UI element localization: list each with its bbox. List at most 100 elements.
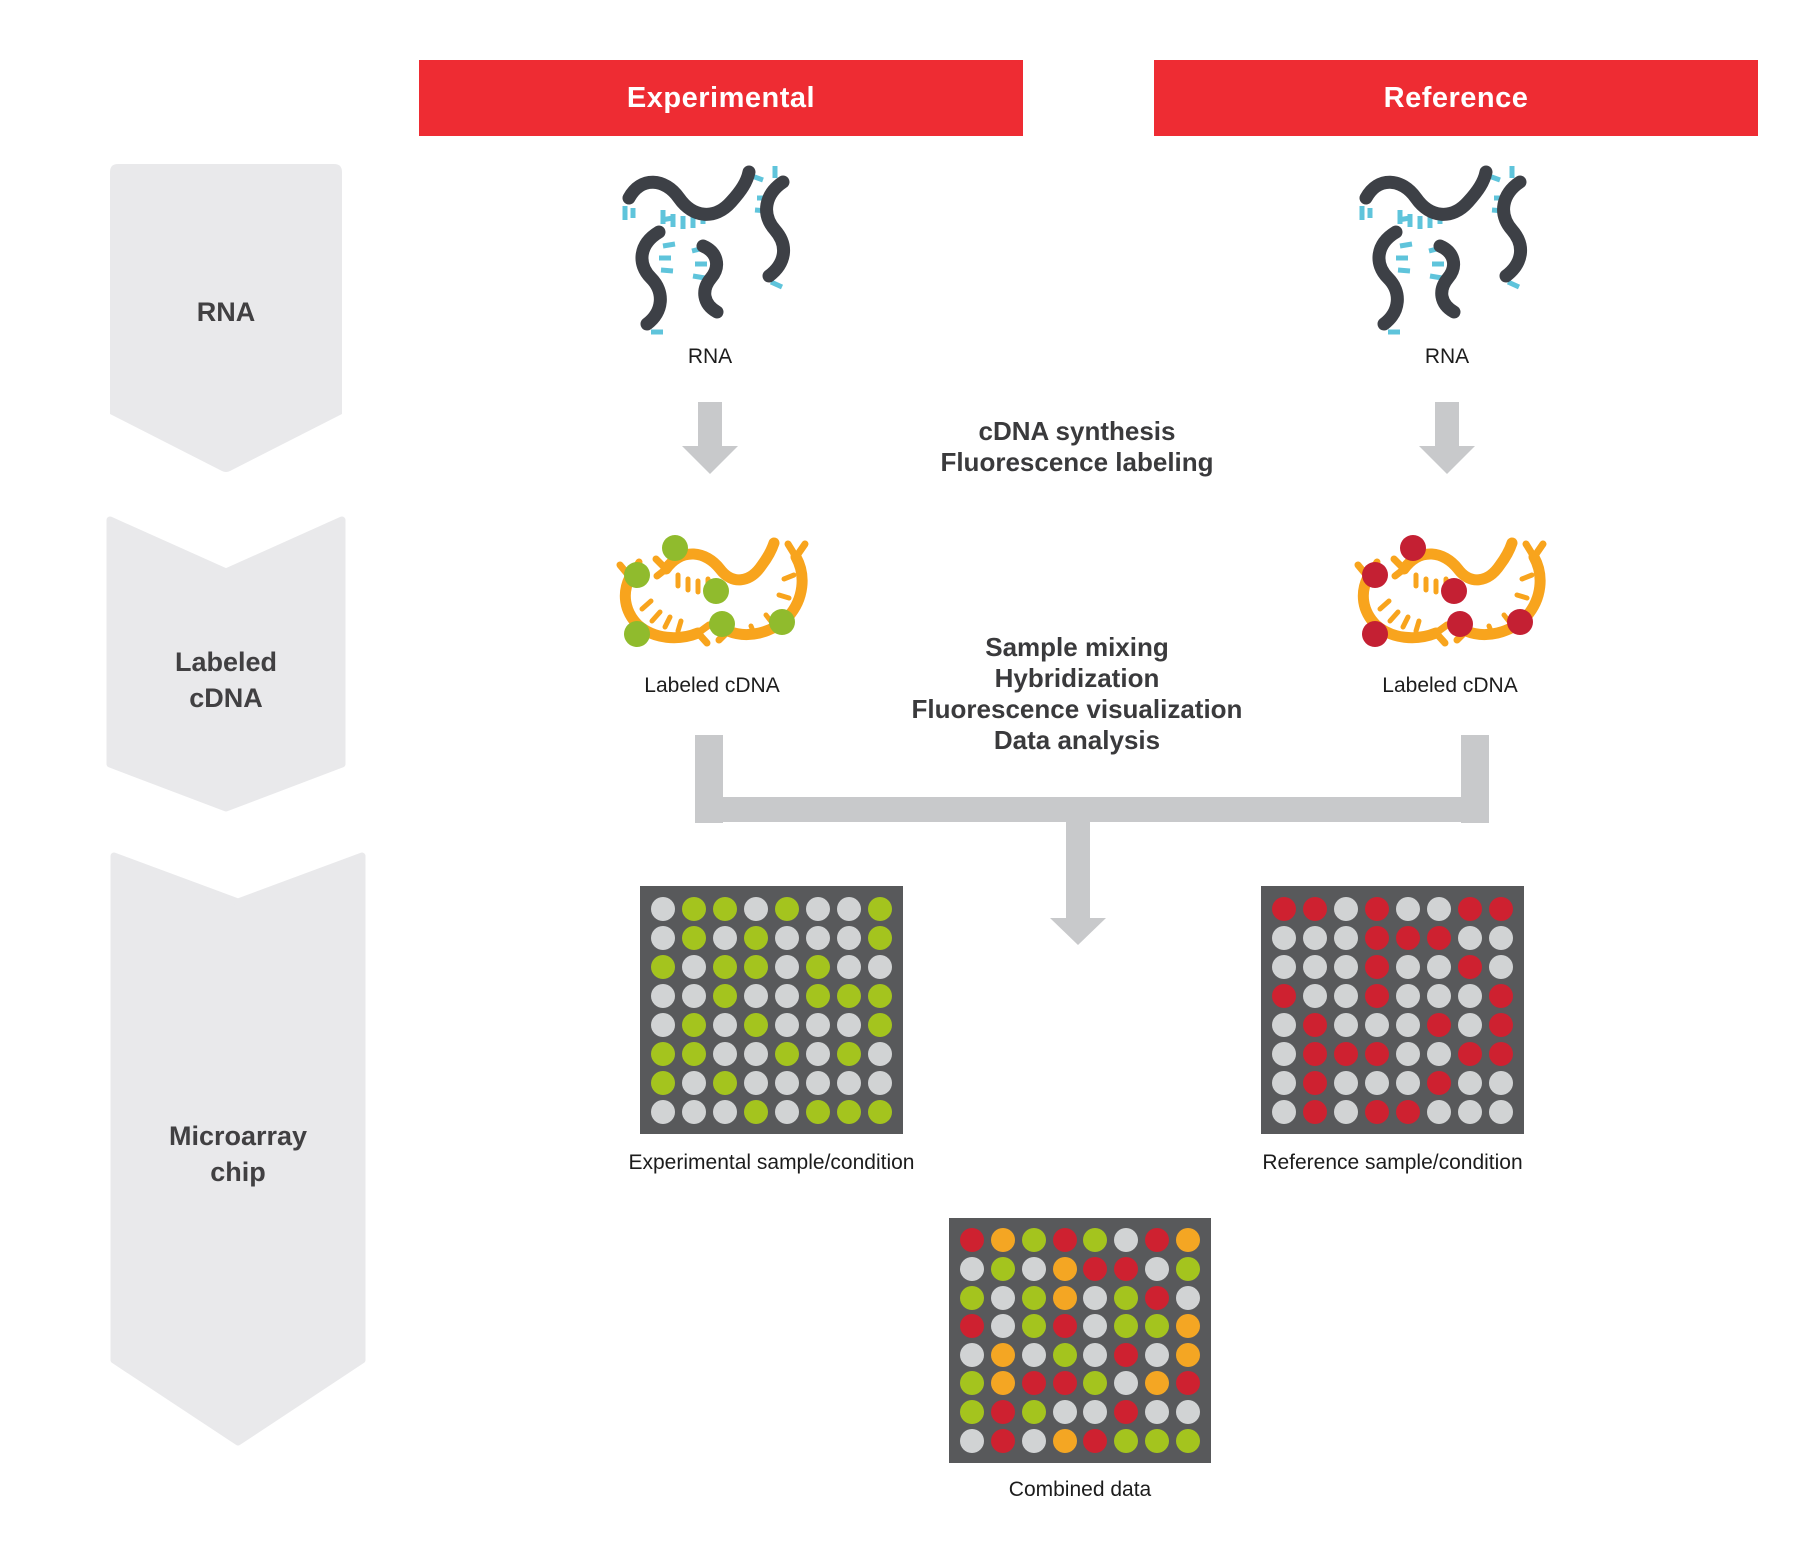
microarray-spot <box>1303 1099 1328 1124</box>
microarray-spot <box>960 1256 985 1281</box>
microarray-spot <box>867 1012 892 1037</box>
microarray-spot <box>713 896 738 921</box>
microarray-spot <box>867 954 892 979</box>
step-cdna-synthesis: cDNA synthesis Fluorescence labeling <box>940 416 1214 477</box>
microarray-spot <box>1144 1428 1169 1453</box>
microarray-spot <box>682 925 707 950</box>
microarray-spot <box>1144 1371 1169 1396</box>
microarray-spot <box>1426 1041 1451 1066</box>
microarray-chip-combined <box>949 1218 1211 1463</box>
microarray-spot <box>805 925 830 950</box>
microarray-spot <box>1144 1285 1169 1310</box>
microarray-spot <box>1114 1400 1139 1425</box>
microarray-spot <box>744 925 769 950</box>
microarray-spot <box>1021 1314 1046 1339</box>
labeled-cdna-illustration-experimental <box>616 535 809 647</box>
microarray-chip-reference <box>1261 886 1524 1134</box>
microarray-spot <box>867 1041 892 1066</box>
microarray-spot <box>682 1070 707 1095</box>
microarray-spot <box>1365 954 1390 979</box>
microarray-spot <box>1426 983 1451 1008</box>
stage-label-microarray-chip: Microarray chip <box>168 1121 308 1187</box>
microarray-spot <box>1457 1070 1482 1095</box>
microarray-spot <box>1083 1428 1108 1453</box>
microarray-spot <box>1052 1428 1077 1453</box>
rna-caption-reference: RNA <box>1424 345 1470 368</box>
microarray-spot <box>960 1342 985 1367</box>
microarray-spot <box>1303 896 1328 921</box>
microarray-spot <box>651 954 676 979</box>
microarray-spot <box>682 1012 707 1037</box>
microarray-chip-experimental <box>640 886 903 1134</box>
microarray-spot <box>836 954 861 979</box>
microarray-spot <box>1488 1099 1513 1124</box>
microarray-spot <box>805 896 830 921</box>
microarray-spot <box>1114 1428 1139 1453</box>
microarray-spot <box>744 954 769 979</box>
microarray-spot <box>1457 954 1482 979</box>
microarray-spot <box>1144 1228 1169 1253</box>
microarray-spot <box>1334 1041 1359 1066</box>
microarray-spot <box>1114 1371 1139 1396</box>
microarray-spot <box>713 1099 738 1124</box>
microarray-spot <box>1175 1400 1200 1425</box>
microarray-spot <box>651 896 676 921</box>
microarray-chip-caption-experimental: Experimental sample/condition <box>628 1151 915 1174</box>
microarray-spot <box>1114 1314 1139 1339</box>
microarray-spot <box>1175 1314 1200 1339</box>
microarray-spot <box>960 1285 985 1310</box>
microarray-spot <box>1303 1012 1328 1037</box>
microarray-spot <box>1021 1342 1046 1367</box>
microarray-spot <box>651 1041 676 1066</box>
microarray-spot <box>1395 1041 1420 1066</box>
microarray-spot <box>1365 983 1390 1008</box>
microarray-spot <box>744 1041 769 1066</box>
microarray-spot <box>1021 1428 1046 1453</box>
microarray-spot <box>1175 1285 1200 1310</box>
microarray-spot <box>682 1041 707 1066</box>
microarray-spot <box>1052 1314 1077 1339</box>
microarray-spot <box>1114 1228 1139 1253</box>
rna-caption-experimental: RNA <box>687 345 733 368</box>
microarray-spot <box>1144 1342 1169 1367</box>
microarray-spot <box>1114 1342 1139 1367</box>
microarray-spot <box>1144 1314 1169 1339</box>
microarray-spot <box>1488 1041 1513 1066</box>
microarray-spot <box>867 1099 892 1124</box>
microarray-spot <box>1303 925 1328 950</box>
microarray-spot <box>1395 954 1420 979</box>
microarray-spot <box>651 1099 676 1124</box>
microarray-spot <box>1488 925 1513 950</box>
experimental-column-header: Experimental <box>419 60 1023 136</box>
microarray-spot <box>1365 1012 1390 1037</box>
microarray-spot <box>867 925 892 950</box>
microarray-spot <box>836 983 861 1008</box>
microarray-spot <box>1083 1228 1108 1253</box>
connector-horizontal-bar <box>695 797 1489 822</box>
microarray-spot <box>1426 1070 1451 1095</box>
microarray-spot <box>1272 925 1297 950</box>
microarray-spot <box>1144 1256 1169 1281</box>
microarray-spot <box>1457 1041 1482 1066</box>
microarray-spot <box>682 954 707 979</box>
microarray-spot <box>1395 1012 1420 1037</box>
microarray-spot <box>1395 983 1420 1008</box>
microarray-spot <box>1144 1400 1169 1425</box>
microarray-spot <box>1021 1285 1046 1310</box>
stage-label-labeled-cdna: Labeled cDNA <box>174 647 278 713</box>
microarray-spot <box>836 1070 861 1095</box>
microarray-spot <box>713 1070 738 1095</box>
microarray-spot <box>867 1070 892 1095</box>
microarray-spot <box>867 983 892 1008</box>
stage-chevron-microarray-chip <box>110 852 366 1446</box>
microarray-spot <box>1052 1256 1077 1281</box>
reference-header-label: Reference <box>1383 81 1529 114</box>
microarray-spot <box>1365 1041 1390 1066</box>
microarray-spot <box>960 1428 985 1453</box>
experimental-header-label: Experimental <box>626 81 816 114</box>
microarray-spot <box>744 1012 769 1037</box>
microarray-spot <box>682 1099 707 1124</box>
microarray-spot <box>1175 1428 1200 1453</box>
microarray-spot <box>836 1041 861 1066</box>
microarray-spot <box>1083 1285 1108 1310</box>
